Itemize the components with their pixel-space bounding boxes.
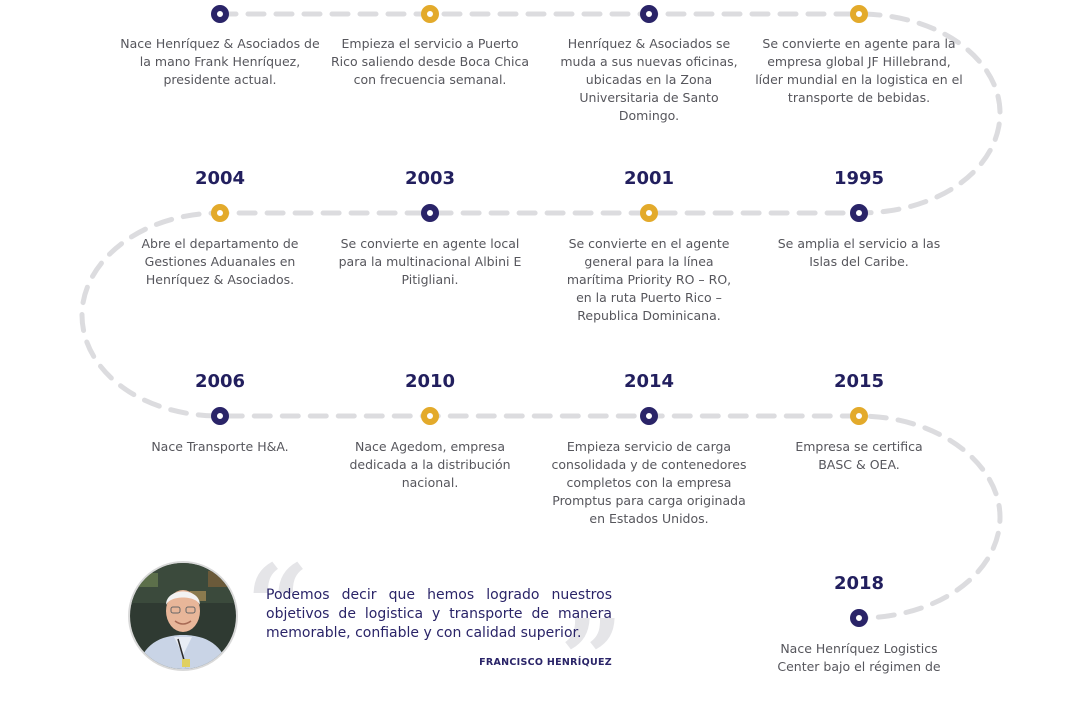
quote-text: Podemos decir que hemos logrado nuestros…	[266, 587, 612, 641]
milestone-description: Nace Agedom, empresa dedicada a la distr…	[349, 439, 511, 490]
milestone-description: Empieza el servicio a Puerto Rico salien…	[330, 36, 530, 87]
milestone-year: 2003	[404, 168, 456, 189]
person-photo	[128, 561, 238, 671]
timeline-node	[211, 204, 229, 222]
milestone-year: 1995	[833, 168, 885, 189]
milestone-description: Nace Henríquez & Asociados de la mano Fr…	[120, 36, 320, 87]
milestone-year: 2018	[833, 573, 885, 594]
quote-author: FRANCISCO HENRÍQUEZ	[479, 657, 612, 668]
milestone-description: Se convierte en el agente general para l…	[566, 236, 732, 323]
timeline-node	[421, 5, 439, 23]
milestone-year: 2014	[623, 371, 675, 392]
timeline-track	[79, 11, 1003, 621]
timeline-node	[640, 407, 658, 425]
timeline-node	[850, 407, 868, 425]
timeline-node	[850, 5, 868, 23]
timeline-node	[421, 204, 439, 222]
timeline-node	[211, 407, 229, 425]
milestone-description: Se convierte en agente para la empresa g…	[755, 36, 963, 105]
milestone-description: Nace Henríquez Logistics Center bajo el …	[777, 641, 941, 674]
milestone-year: 2001	[623, 168, 675, 189]
milestone-year: 2015	[833, 371, 885, 392]
timeline-node	[211, 5, 229, 23]
milestone-year: 2010	[404, 371, 456, 392]
milestone-year: 2006	[194, 371, 246, 392]
timeline-node	[850, 609, 868, 627]
timeline-node	[421, 407, 439, 425]
milestone-description: Empresa se certifica BASC & OEA.	[795, 439, 923, 472]
quote-mark: “	[246, 540, 310, 669]
timeline-node	[640, 5, 658, 23]
milestone-description: Se convierte en agente local para la mul…	[338, 236, 522, 287]
timeline-node	[850, 204, 868, 222]
milestone-description: Henríquez & Asociados se muda a sus nuev…	[560, 36, 738, 123]
person-photo-illustration	[130, 563, 236, 669]
milestone-description: Empieza servicio de carga consolidada y …	[551, 439, 747, 526]
timeline-node	[640, 204, 658, 222]
milestone-year: 2004	[194, 168, 246, 189]
milestone-description: Nace Transporte H&A.	[151, 439, 289, 454]
milestone-description: Se amplia el servicio a las Islas del Ca…	[777, 236, 941, 269]
milestone-description: Abre el departamento de Gestiones Aduana…	[141, 236, 299, 287]
